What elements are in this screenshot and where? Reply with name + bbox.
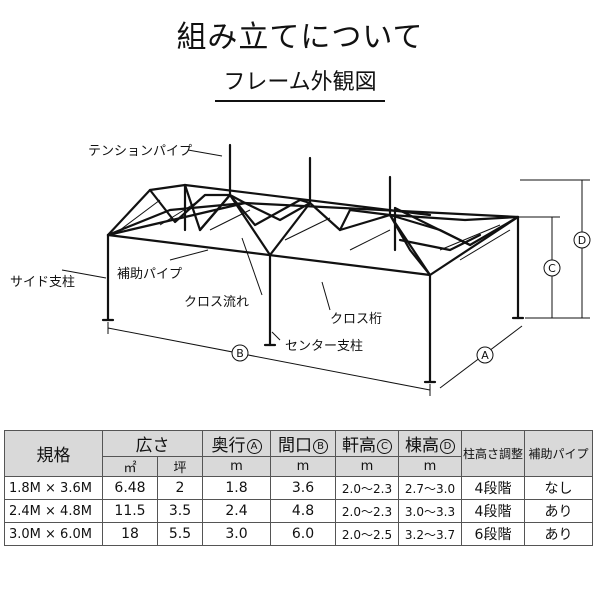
col-area: 広さ — [102, 430, 203, 457]
cell-ridge: 3.2～3.7 — [398, 522, 462, 546]
page-title: 組み立てについて — [176, 20, 424, 55]
cell-depth: 1.8 — [202, 476, 271, 500]
cell-ridge: 3.0～3.3 — [398, 499, 462, 523]
dim-d-marker: D — [573, 231, 591, 249]
dim-d-line — [520, 179, 590, 319]
cell-tsubo: 2 — [157, 476, 203, 500]
cell-size: 1.8M × 3.6M — [4, 476, 103, 500]
label-cross-beam: クロス桁 — [330, 312, 382, 327]
label-cross-flow: クロス流れ — [184, 295, 249, 310]
col-eave-marker: C — [377, 438, 392, 454]
cell-adjust: 4段階 — [461, 499, 525, 523]
dim-b-line — [107, 322, 431, 396]
unit-eave: m — [335, 456, 399, 477]
cell-width: 4.8 — [270, 499, 336, 523]
cell-eave: 2.0～2.3 — [335, 476, 399, 500]
unit-depth: m — [202, 456, 271, 477]
frame-diagram: C D B A テンションパイプ サイド支柱 補助パイプ クロス流れ ク — [10, 143, 591, 396]
cell-aux: なし — [524, 476, 593, 500]
dim-b-label: B — [236, 347, 244, 360]
dim-a-marker: A — [476, 346, 494, 364]
cell-eave: 2.0～2.3 — [335, 499, 399, 523]
unit-width: m — [270, 456, 336, 477]
dim-c-marker: C — [543, 259, 561, 277]
table-row: 3.0M × 6.0M 18 5.5 3.0 6.0 2.0～2.5 3.2～3… — [4, 522, 593, 546]
col-post-adjust: 柱高さ調整 — [461, 430, 525, 477]
col-depth-text: 奥行 — [211, 436, 246, 456]
col-width-text: 間口 — [278, 436, 312, 456]
table-row: 1.8M × 3.6M 6.48 2 1.8 3.6 2.0～2.3 2.7～3… — [4, 476, 593, 500]
label-side-post: サイド支柱 — [10, 275, 75, 290]
col-spec: 規格 — [4, 430, 103, 477]
page-subtitle: フレーム外観図 — [0, 64, 600, 102]
col-eave-text: 軒高 — [342, 436, 376, 456]
frame-lattice — [119, 199, 511, 261]
dim-d-label: D — [578, 234, 586, 247]
cell-size: 2.4M × 4.8M — [4, 499, 103, 523]
col-ridge-marker: D — [440, 438, 455, 454]
col-ridge-text: 棟高 — [405, 436, 439, 456]
subtitle-text: フレーム外観図 — [215, 64, 385, 102]
cell-aux: あり — [524, 499, 593, 523]
cell-eave: 2.0～2.5 — [335, 522, 399, 546]
unit-sqm: ㎡ — [102, 456, 158, 477]
cell-tsubo: 5.5 — [157, 522, 203, 546]
unit-ridge: m — [398, 456, 462, 477]
cell-size: 3.0M × 6.0M — [4, 522, 103, 546]
table-row: 2.4M × 4.8M 11.5 3.5 2.4 4.8 2.0～2.3 3.0… — [4, 499, 593, 523]
cell-ridge: 2.7～3.0 — [398, 476, 462, 500]
ridge-pipe — [183, 183, 432, 217]
cell-width: 3.6 — [270, 476, 336, 500]
dim-a-label: A — [481, 349, 489, 362]
cell-adjust: 4段階 — [461, 476, 525, 500]
label-center-post: センター支柱 — [285, 339, 363, 354]
cell-sqm: 11.5 — [102, 499, 158, 523]
frame-structure — [101, 143, 525, 384]
cell-sqm: 6.48 — [102, 476, 158, 500]
cell-depth: 2.4 — [202, 499, 271, 523]
dim-b-marker: B — [231, 344, 249, 362]
label-aux-pipe: 補助パイプ — [117, 267, 182, 282]
col-aux-pipe: 補助パイプ — [524, 430, 593, 477]
cell-aux: あり — [524, 522, 593, 546]
label-tension-pipe: テンションパイプ — [88, 144, 192, 159]
col-width-marker: B — [313, 438, 328, 454]
cell-tsubo: 3.5 — [157, 499, 203, 523]
cell-width: 6.0 — [270, 522, 336, 546]
cell-depth: 3.0 — [202, 522, 271, 546]
callout-lines — [61, 149, 331, 341]
col-depth-marker: A — [246, 438, 262, 454]
table-unit-row: ㎡ 坪 m m m m — [5, 456, 593, 477]
dim-c-label: C — [548, 262, 556, 275]
cell-sqm: 18 — [102, 522, 158, 546]
cell-adjust: 6段階 — [461, 522, 525, 546]
unit-tsubo: 坪 — [157, 456, 203, 477]
